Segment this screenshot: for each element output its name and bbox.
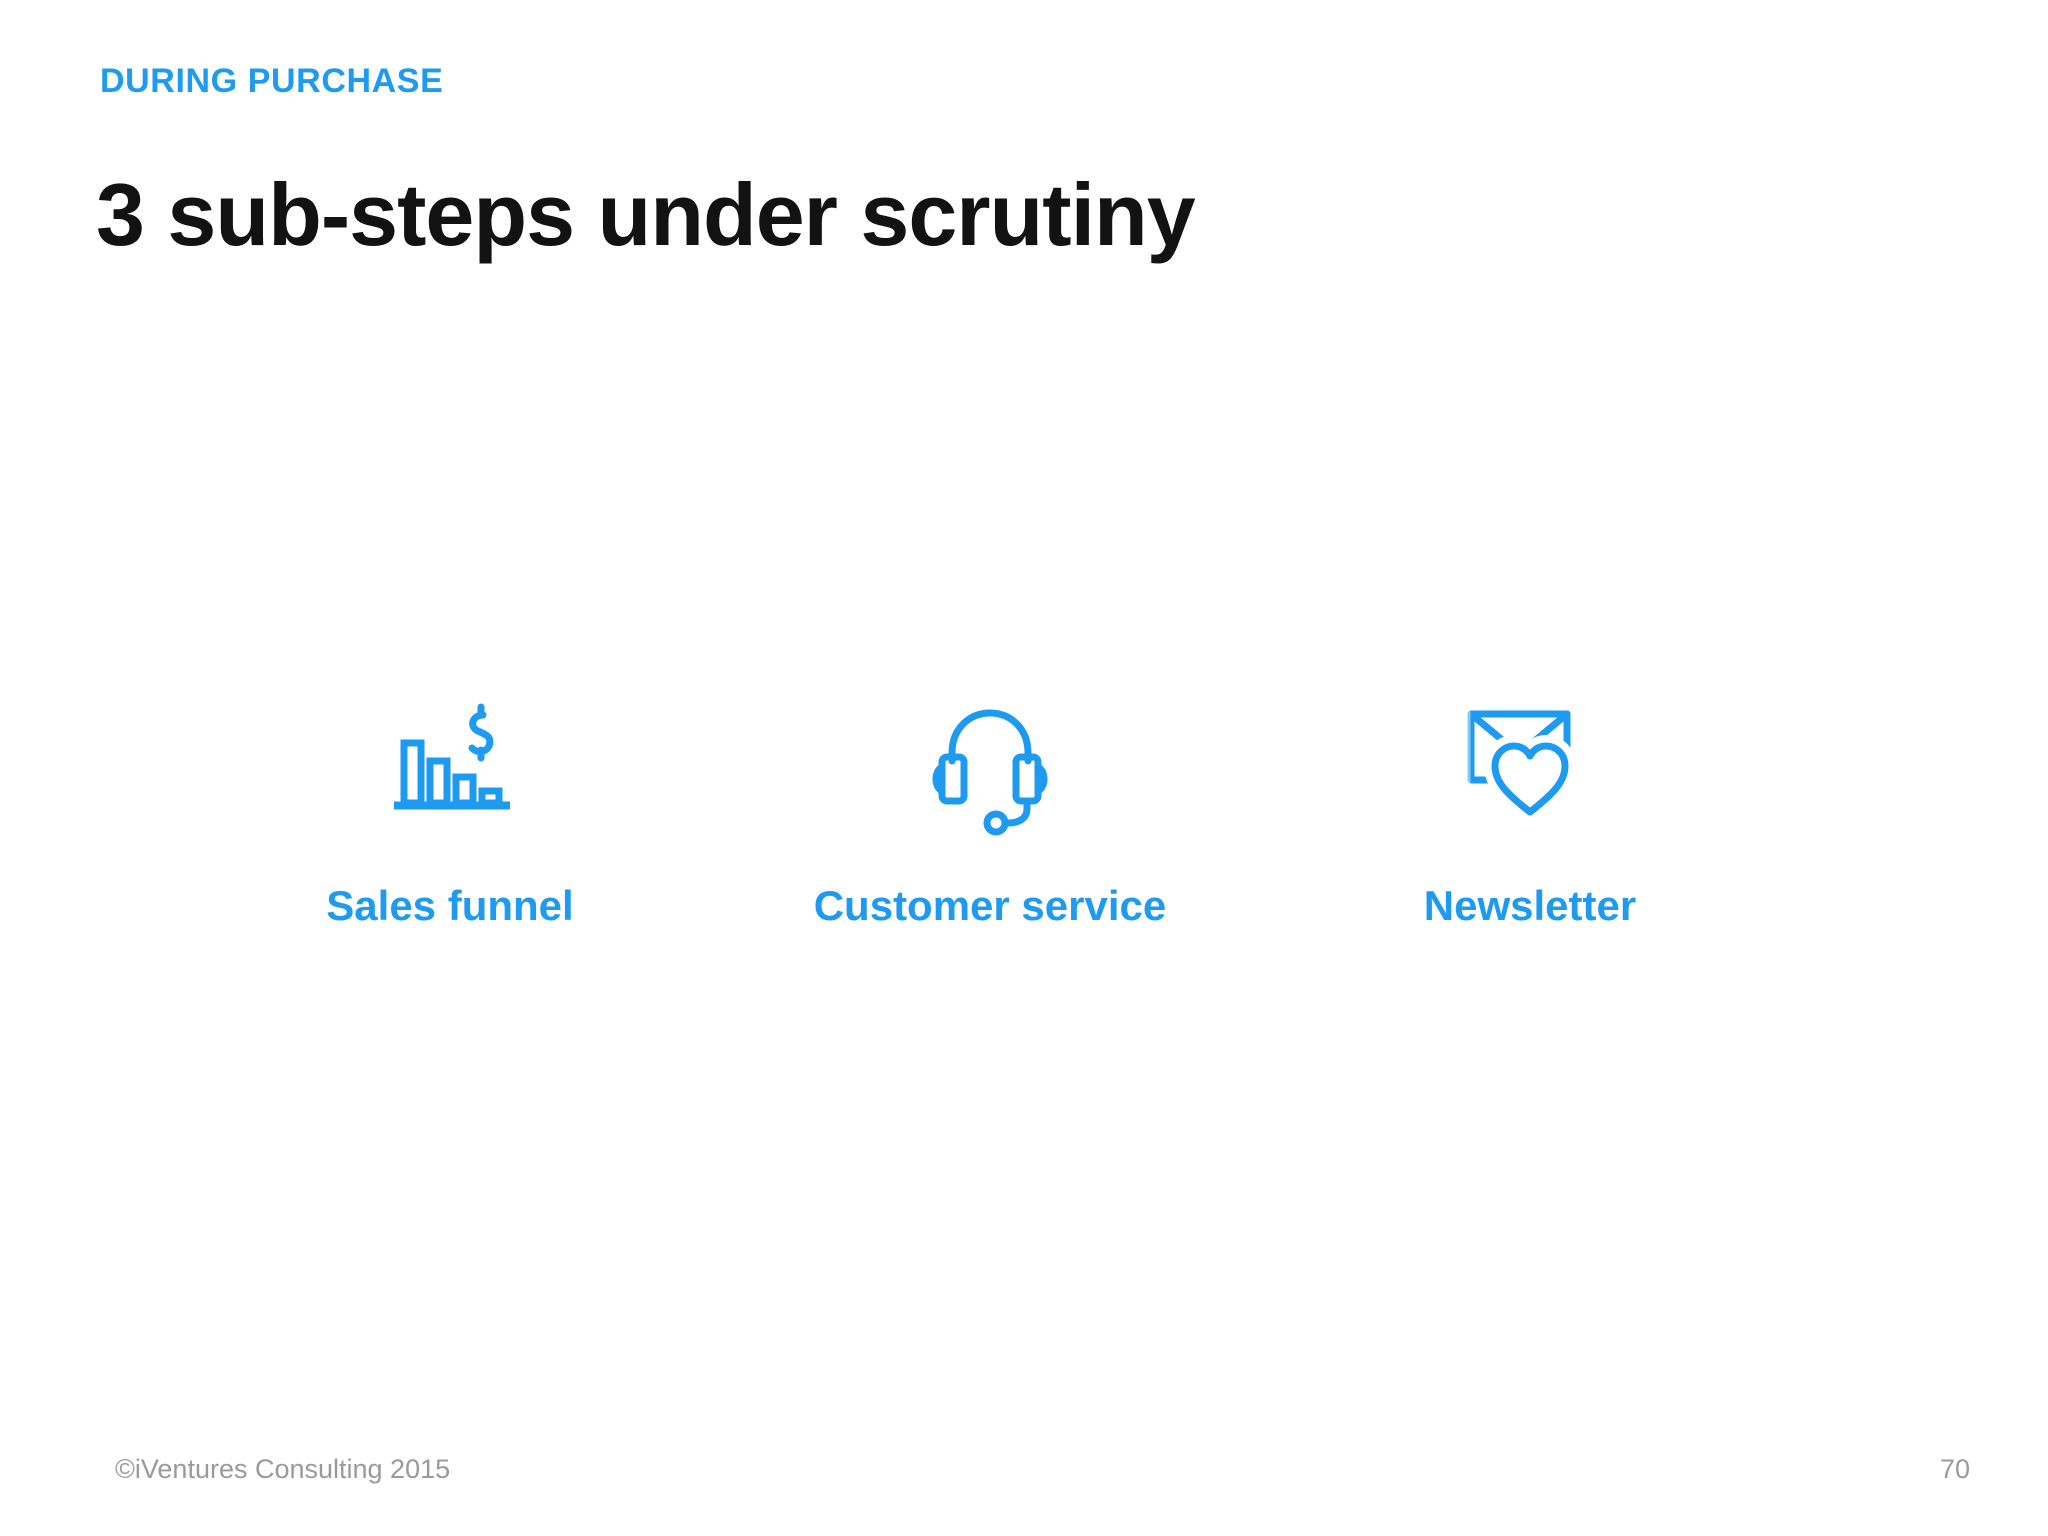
column-sales-funnel[interactable]: Sales funnel <box>180 700 720 930</box>
page-title: 3 sub-steps under scrutiny <box>96 164 1196 264</box>
footer-page-number: 70 <box>1940 1454 1971 1484</box>
column-label-customer-service: Customer service <box>813 882 1167 929</box>
column-label-sales-funnel: Sales funnel <box>326 882 574 929</box>
column-customer-service[interactable]: Customer service <box>720 700 1260 930</box>
footer-copyright: ©iVentures Consulting 2015 <box>115 1454 451 1484</box>
slide-eyebrow: DURING PURCHASE <box>100 62 444 100</box>
headset-support-icon <box>930 700 1050 836</box>
envelope-heart-icon <box>1467 700 1593 830</box>
bar-chart-dollar-icon <box>390 700 510 830</box>
icon-columns: Sales funnel <box>180 700 1800 960</box>
column-label-newsletter: Newsletter <box>1423 882 1637 929</box>
column-newsletter[interactable]: Newsletter <box>1260 700 1800 930</box>
